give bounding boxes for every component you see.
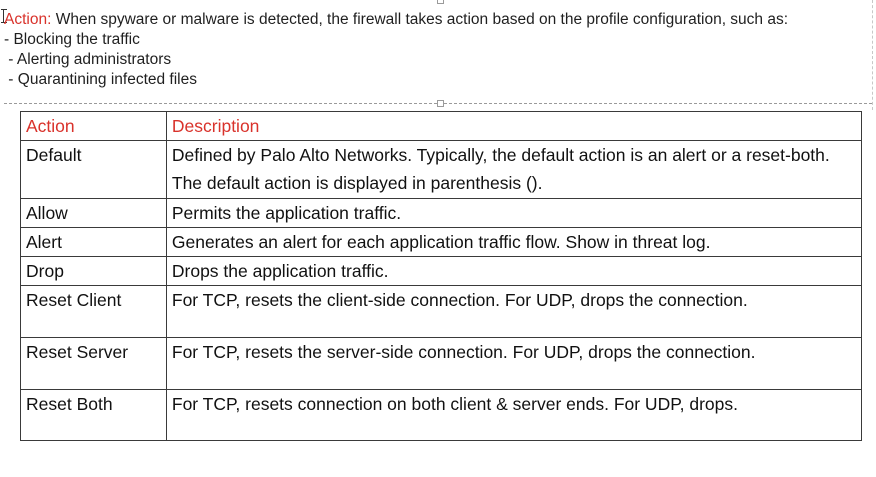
table-header-row: Action Description xyxy=(20,111,863,141)
intro-bullet: - Alerting administrators xyxy=(4,51,172,68)
intro-text: When spyware or malware is detected, the… xyxy=(51,11,789,28)
intro-label: Action: xyxy=(4,11,52,28)
cell-description: Permits the application traffic. xyxy=(165,198,863,228)
cell-action: Alert xyxy=(20,227,167,257)
table-row[interactable]: Default Defined by Palo Alto Networks. T… xyxy=(20,140,863,199)
cell-action: Reset Server xyxy=(20,337,167,390)
cell-description: Defined by Palo Alto Networks. Typically… xyxy=(165,140,863,199)
cell-action: Default xyxy=(20,140,167,199)
table-row[interactable]: Allow Permits the application traffic. xyxy=(20,198,863,228)
intro-text-block[interactable]: Action: When spyware or malware is detec… xyxy=(4,10,870,90)
header-description: Description xyxy=(165,111,863,141)
cell-description: For TCP, resets the server-side connecti… xyxy=(165,337,863,390)
intro-bullet: - Blocking the traffic xyxy=(4,31,140,48)
cell-action: Reset Client xyxy=(20,285,167,338)
cell-description: Generates an alert for each application … xyxy=(165,227,863,257)
cell-action: Reset Both xyxy=(20,389,167,441)
table-row[interactable]: Reset Both For TCP, resets connection on… xyxy=(20,389,863,441)
table-row[interactable]: Reset Client For TCP, resets the client-… xyxy=(20,285,863,338)
page-margin-guide xyxy=(872,0,873,110)
actions-table[interactable]: Action Description Default Defined by Pa… xyxy=(20,111,863,441)
cell-action: Allow xyxy=(20,198,167,228)
resize-handle-top[interactable] xyxy=(437,0,444,4)
table-row[interactable]: Reset Server For TCP, resets the server-… xyxy=(20,337,863,390)
resize-handle-divider[interactable] xyxy=(437,100,444,107)
table-row[interactable]: Alert Generates an alert for each applic… xyxy=(20,227,863,257)
intro-bullet: - Quarantining infected files xyxy=(4,71,197,88)
table-row[interactable]: Drop Drops the application traffic. xyxy=(20,256,863,286)
text-cursor-icon xyxy=(1,9,10,23)
intro-line: Action: When spyware or malware is detec… xyxy=(4,10,870,30)
cell-description: For TCP, resets connection on both clien… xyxy=(165,389,863,441)
header-action: Action xyxy=(20,111,167,141)
cell-description: For TCP, resets the client-side connecti… xyxy=(165,285,863,338)
cell-description: Drops the application traffic. xyxy=(165,256,863,286)
cell-action: Drop xyxy=(20,256,167,286)
